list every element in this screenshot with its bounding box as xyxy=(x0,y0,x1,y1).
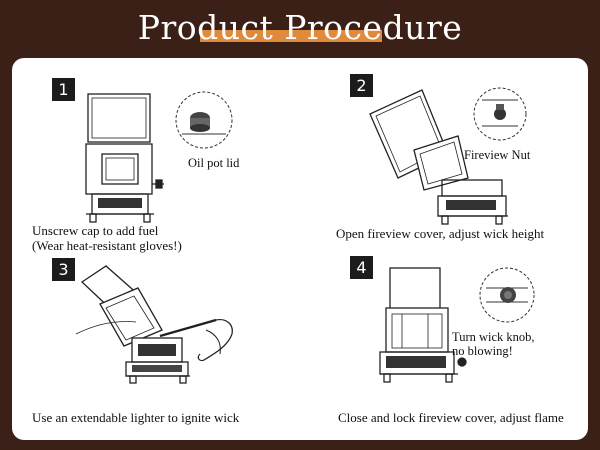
step-4-heater-illustration xyxy=(379,267,467,383)
step-2-caption-line1: Open fireview cover, adjust wick height xyxy=(336,226,545,241)
step-4-callout-line1: Turn wick knob, xyxy=(452,330,535,344)
step-2-number: 2 xyxy=(350,74,373,97)
step-2-callout: Fireview Nut xyxy=(464,148,531,162)
wick-knob-zoom-icon xyxy=(479,267,535,323)
step-1-callout: Oil pot lid xyxy=(188,156,240,170)
step-2-heater-illustration xyxy=(369,89,508,225)
fireview-nut-zoom-icon xyxy=(473,87,527,141)
header: Product Procedure xyxy=(0,0,600,58)
step-3-caption-line1: Use an extendable lighter to ignite wick xyxy=(32,410,240,425)
step-1-number: 1 xyxy=(52,78,75,101)
step-3-number: 3 xyxy=(52,258,75,281)
procedure-panel: 1 Oil pot lid Unscrew cap to add fuel (W… xyxy=(12,58,588,440)
page-title: Product Procedure xyxy=(137,8,463,47)
step-1-caption-line2: (Wear heat-resistant gloves!) xyxy=(32,238,182,253)
oil-pot-lid-zoom-icon xyxy=(175,91,233,149)
step-4-number: 4 xyxy=(350,256,373,279)
title-accent-bar xyxy=(200,30,382,42)
step-4-callout-line2: no blowing! xyxy=(452,344,513,358)
step-4-caption-line1: Close and lock fireview cover, adjust fl… xyxy=(338,410,564,425)
step-1-heater-illustration xyxy=(85,93,164,223)
step-1-caption-line1: Unscrew cap to add fuel xyxy=(32,223,159,238)
step-3-heater-lighter-illustration xyxy=(75,265,233,384)
